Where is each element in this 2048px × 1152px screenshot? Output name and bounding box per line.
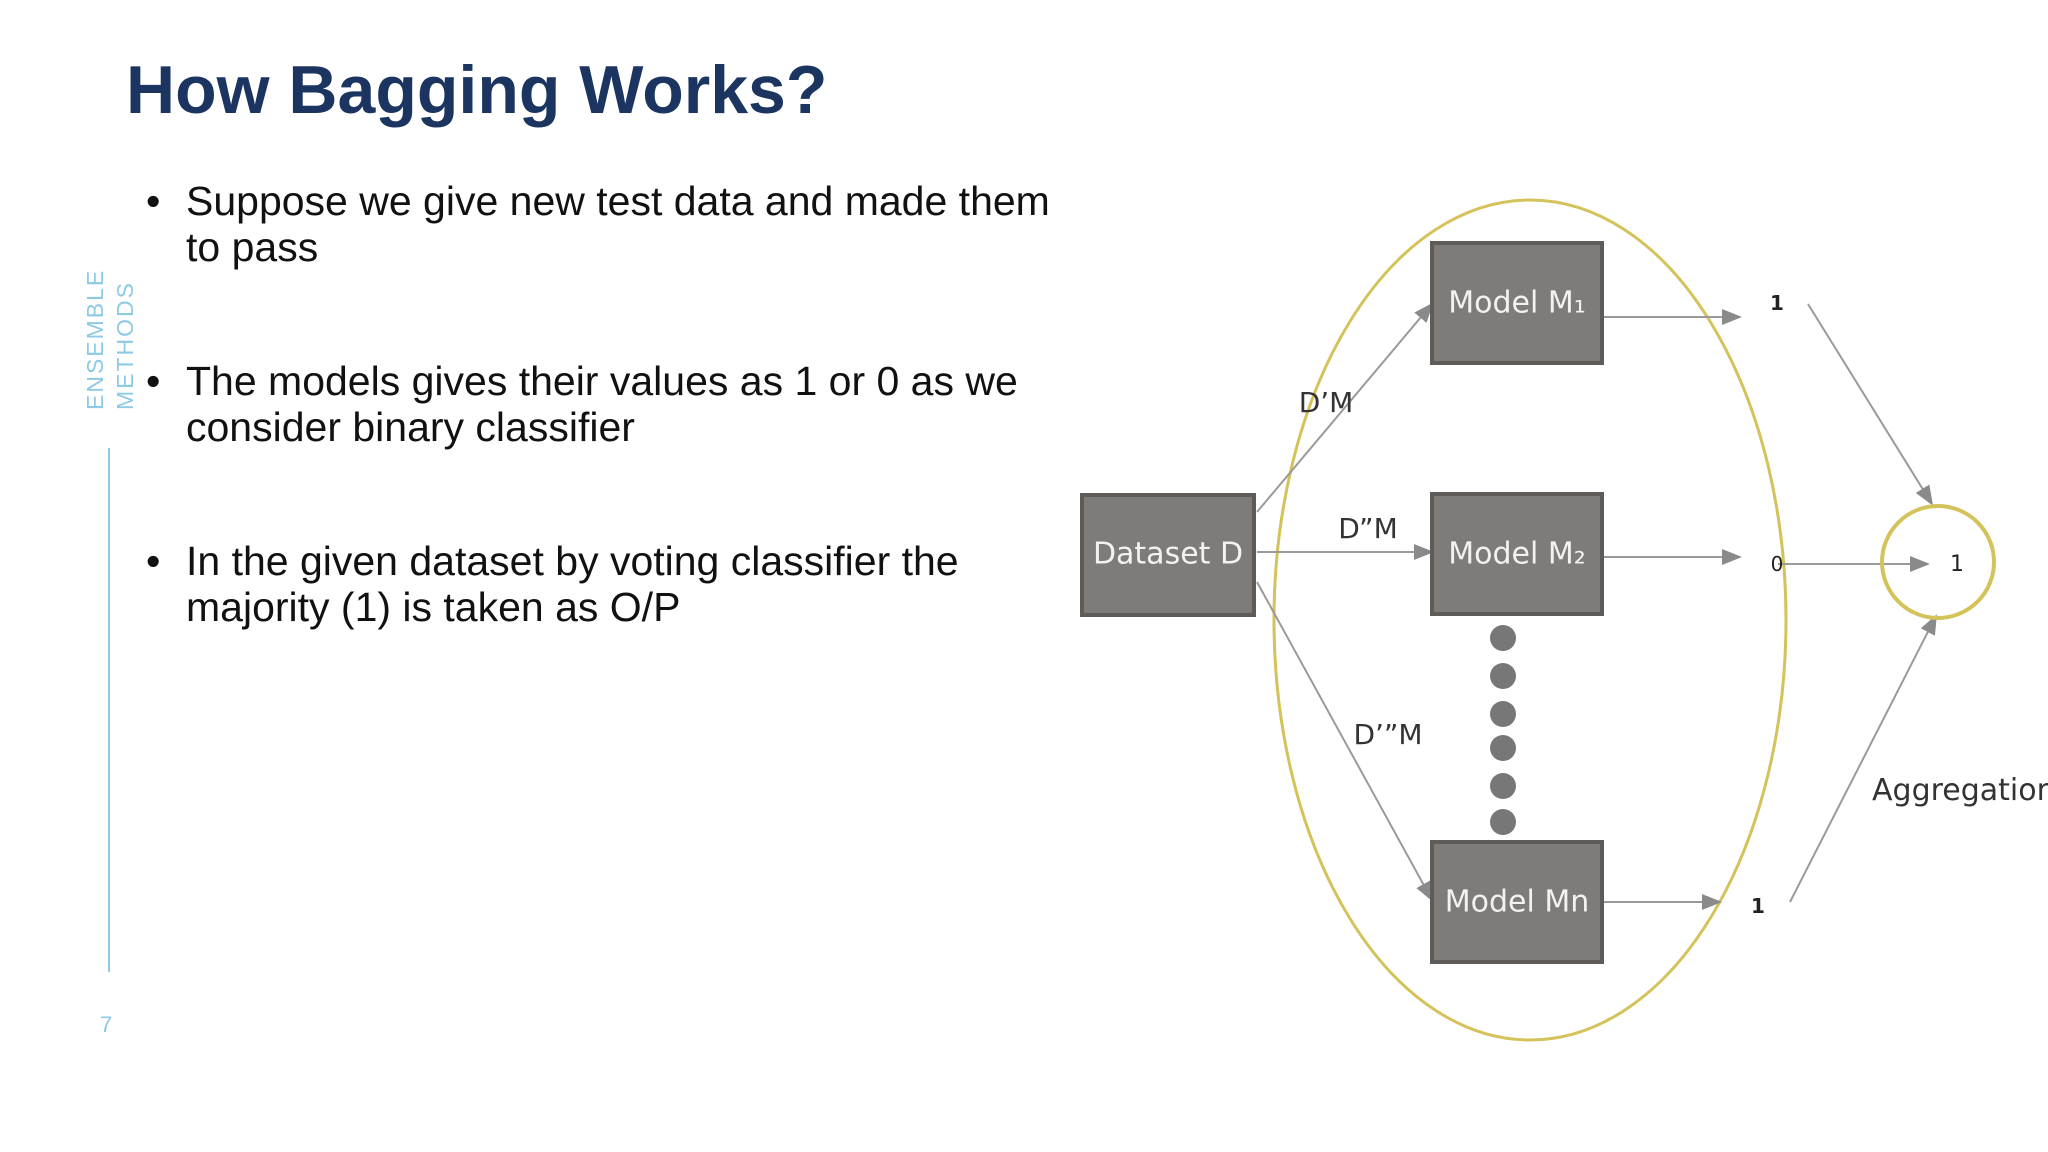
bullet-list: • Suppose we give new test data and made … — [140, 178, 1080, 718]
bagging-diagram: Dataset D Model M₁ Model M₂ Model Mn D’M… — [1060, 180, 2048, 1060]
bullet-item: • The models gives their values as 1 or 0… — [140, 358, 1080, 450]
ellipsis-dot — [1490, 809, 1516, 835]
ellipsis-dot — [1490, 663, 1516, 689]
result-circle — [1880, 504, 1996, 620]
bullet-text: In the given dataset by voting classifie… — [186, 538, 959, 630]
sample-label-3: D’”M — [1353, 718, 1422, 751]
aggregation-label: Aggregation — [1872, 773, 2048, 808]
output-value-3: 1 — [1751, 894, 1765, 918]
bullet-item: • Suppose we give new test data and made … — [140, 178, 1080, 270]
ellipsis-dot — [1490, 773, 1516, 799]
dataset-box — [1080, 493, 1256, 617]
model-box-1 — [1430, 241, 1604, 365]
dataset-label: Dataset D — [1093, 537, 1243, 572]
bullet-text: Suppose we give new test data and made t… — [186, 178, 1050, 270]
aggregation-line-2 — [1789, 614, 1937, 903]
aggregation-line-1 — [1807, 303, 1934, 506]
bullet-item: • In the given dataset by voting classif… — [140, 538, 1080, 630]
side-divider — [108, 448, 110, 972]
slide-title: How Bagging Works? — [126, 52, 828, 128]
bullet-dot-icon: • — [146, 178, 161, 224]
section-label-line-1: ENSEMBLE — [82, 268, 108, 410]
sample-label-2: D”M — [1338, 512, 1397, 545]
model-group-ellipse — [1272, 198, 1788, 1042]
ellipsis-dot — [1490, 701, 1516, 727]
model-label-1: Model M₁ — [1448, 286, 1586, 321]
model-label-2: Model M₂ — [1448, 537, 1586, 572]
page-number: 7 — [100, 1012, 113, 1037]
ellipsis-dot — [1490, 735, 1516, 761]
result-value: 1 — [1950, 552, 1964, 577]
model-box-3 — [1430, 840, 1604, 964]
model-label-3: Model Mn — [1445, 885, 1590, 920]
bullet-dot-icon: • — [146, 538, 161, 584]
ellipsis-dot — [1490, 625, 1516, 651]
sample-arrow-1 — [1256, 302, 1434, 513]
model-box-2 — [1430, 492, 1604, 616]
sample-arrow-3 — [1256, 581, 1433, 902]
output-value-1: 1 — [1770, 291, 1784, 315]
output-value-2: 0 — [1771, 552, 1784, 576]
bullet-dot-icon: • — [146, 358, 161, 404]
sample-label-1: D’M — [1299, 386, 1354, 419]
bullet-text: The models gives their values as 1 or 0 … — [186, 358, 1018, 450]
section-label-line-2: METHODS — [112, 281, 138, 410]
section-label: ENSEMBLE METHODS — [80, 250, 140, 420]
